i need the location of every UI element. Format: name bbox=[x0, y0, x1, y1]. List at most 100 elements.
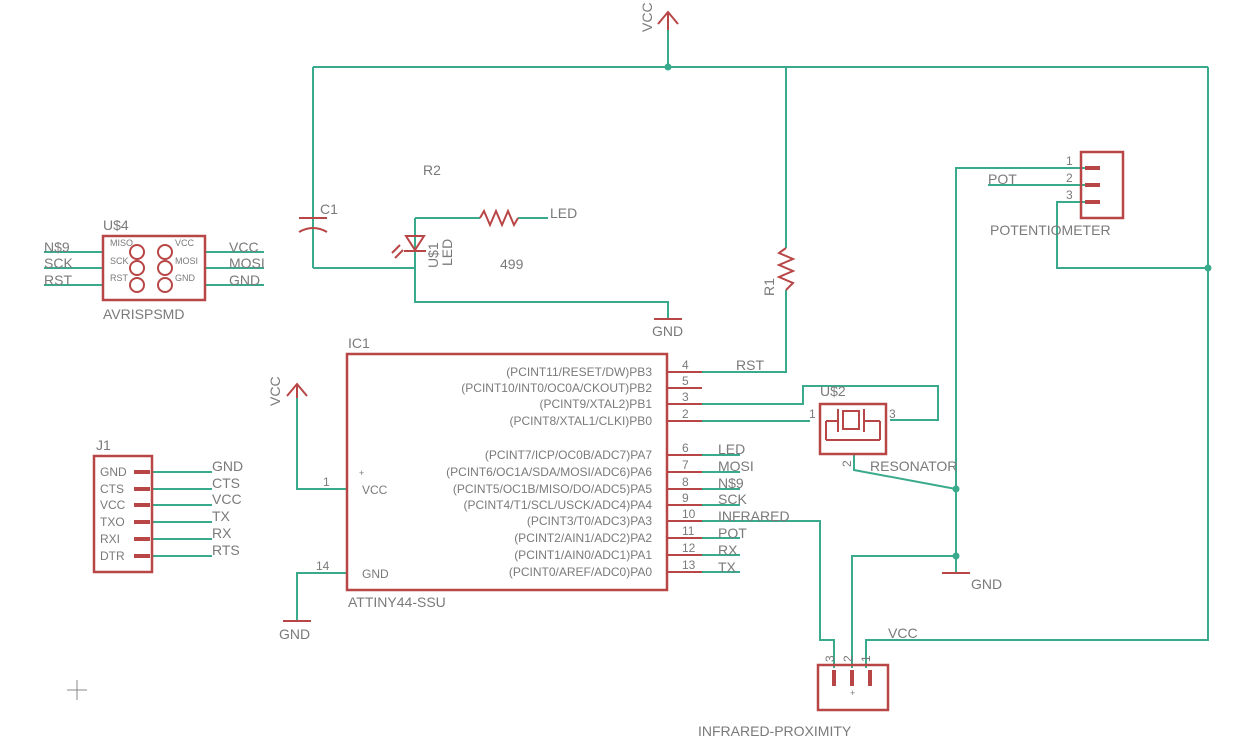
resonator-u2: U$2 1 3 2 RESONATOR bbox=[809, 383, 957, 474]
ic1-pin-number: 13 bbox=[682, 558, 696, 572]
j1-net-label: RX bbox=[212, 525, 232, 541]
vcc-left-label: VCC bbox=[267, 376, 283, 406]
j1-net-label: RTS bbox=[212, 542, 240, 558]
net-mosi: MOSI bbox=[718, 458, 754, 474]
vcc-top-symbol: VCC bbox=[639, 2, 679, 32]
avrisp-pin-rst: RST bbox=[110, 273, 129, 283]
net-infrared: INFRARED bbox=[718, 508, 790, 524]
avrisp-net-left-1: SCK bbox=[44, 255, 73, 271]
infrared-proximity-part: 3 2 1 + INFRARED-PROXIMITY bbox=[698, 655, 890, 739]
avrisp-net-right-1: MOSI bbox=[229, 255, 265, 271]
net-rx: RX bbox=[718, 542, 738, 558]
ic1-pin-name: (PCINT9/XTAL2)PB1 bbox=[540, 397, 653, 411]
gnd-pot-symbol: GND bbox=[942, 572, 1002, 592]
ic1-pin-gnd-name: GND bbox=[362, 567, 389, 581]
potentiometer-part: 1 2 3 POTENTIOMETER bbox=[990, 150, 1125, 238]
gnd-led-label: GND bbox=[652, 323, 683, 339]
ic1-pin-name: (PCINT10/INT0/OC0A/CKOUT)PB2 bbox=[461, 381, 652, 395]
ic1-pin-number: 8 bbox=[682, 475, 689, 489]
ic1-pin-number: 9 bbox=[682, 491, 689, 505]
j1-net-label: VCC bbox=[212, 491, 242, 507]
j1-pin-label: GND bbox=[100, 465, 127, 479]
resonator-label: RESONATOR bbox=[870, 458, 957, 474]
ic1-pin-gnd-num: 14 bbox=[316, 559, 330, 573]
u4-label: U$4 bbox=[103, 217, 129, 233]
wires bbox=[44, 28, 1209, 668]
avrisp-pin-mosi: MOSI bbox=[175, 256, 198, 266]
ir-pin-3: 3 bbox=[823, 655, 837, 662]
ic1-pin-name: (PCINT0/AREF/ADC0)PA0 bbox=[509, 565, 652, 579]
net-sck: SCK bbox=[718, 491, 747, 507]
ic1-pin-number: 3 bbox=[682, 390, 689, 404]
avrisp-pin-miso: MISO bbox=[110, 238, 133, 248]
avrisp-net-right-2: GND bbox=[229, 272, 260, 288]
ic1-pin-number: 2 bbox=[682, 407, 689, 421]
resonator-pin-3: 3 bbox=[889, 407, 896, 421]
ic1-pin-number: 5 bbox=[682, 374, 689, 388]
ic1-pin-name: (PCINT4/T1/SCL/USCK/ADC4)PA4 bbox=[464, 498, 653, 512]
ic1-pin-number: 4 bbox=[682, 358, 689, 372]
avrisp-pin-vcc: VCC bbox=[175, 238, 195, 248]
pot-pin-1: 1 bbox=[1066, 154, 1073, 168]
led-u1: U$1 LED bbox=[391, 235, 455, 268]
pot-pin-2: 2 bbox=[1066, 171, 1073, 185]
ic1-plus-mark: + bbox=[359, 468, 364, 478]
j1-pin-label: RXI bbox=[100, 532, 120, 546]
r2-value: 499 bbox=[500, 256, 524, 272]
resistor-r1: R1 bbox=[761, 247, 796, 296]
ic1-label: IC1 bbox=[348, 335, 370, 351]
gnd-pot-label: GND bbox=[971, 576, 1002, 592]
ir-plus-mark: + bbox=[850, 688, 855, 698]
net-led: LED bbox=[718, 441, 745, 457]
j1-net-label: CTS bbox=[212, 475, 240, 491]
ic1-pin-name: (PCINT2/AIN1/ADC2)PA2 bbox=[514, 531, 652, 545]
avrisp-u4: MISO VCC SCK MOSI RST GND U$4 AVRISPSMD … bbox=[44, 217, 265, 322]
avrisp-net-right-0: VCC bbox=[229, 239, 259, 255]
rst-net-label: RST bbox=[736, 357, 764, 373]
net-tx: TX bbox=[718, 559, 737, 575]
j1-pin-label: TXO bbox=[100, 515, 125, 529]
u1-label: U$1 bbox=[425, 242, 441, 268]
infrared-label: INFRARED-PROXIMITY bbox=[698, 723, 852, 739]
net-n9: N$9 bbox=[718, 475, 744, 491]
gnd-led-symbol: GND bbox=[652, 318, 683, 339]
pot-net-label: POT bbox=[988, 171, 1017, 187]
ic1-pin-number: 10 bbox=[682, 507, 696, 521]
ir-pin-2: 2 bbox=[841, 655, 855, 662]
avrisp-pin-sck: SCK bbox=[110, 256, 129, 266]
ic1-attiny44: IC1 ATTINY44-SSU VCC 1 GND 14 + (PCINT11… bbox=[316, 335, 702, 610]
capacitor-c1: C1 bbox=[298, 201, 338, 233]
u2-label: U$2 bbox=[820, 383, 846, 399]
resonator-pin-2: 2 bbox=[840, 460, 854, 467]
ir-pin-1: 1 bbox=[859, 655, 873, 662]
ic-net-labels: LED MOSI N$9 SCK INFRARED POT RX TX bbox=[718, 441, 790, 575]
ic1-pin-vcc-name: VCC bbox=[362, 483, 388, 497]
ic1-pin-number: 11 bbox=[682, 524, 695, 538]
vcc-left-symbol: VCC bbox=[267, 376, 308, 406]
j1-pin-label: DTR bbox=[100, 549, 125, 563]
ic1-pin-number: 7 bbox=[682, 458, 689, 472]
ic1-name: ATTINY44-SSU bbox=[348, 594, 446, 610]
c1-label: C1 bbox=[320, 201, 338, 217]
j1-label: J1 bbox=[96, 437, 111, 453]
ic1-pin-name: (PCINT6/OC1A/SDA/MOSI/ADC6)PA6 bbox=[446, 465, 652, 479]
avrisp-pin-gnd: GND bbox=[175, 273, 196, 283]
avrisp-net-left-0: N$9 bbox=[44, 239, 70, 255]
gnd-ic-symbol: GND bbox=[279, 620, 311, 642]
origin-cross-icon bbox=[67, 680, 87, 700]
potentiometer-label: POTENTIOMETER bbox=[990, 222, 1111, 238]
j1-pin-label: CTS bbox=[100, 482, 124, 496]
vcc-top-label: VCC bbox=[639, 2, 655, 32]
led-net-label: LED bbox=[550, 205, 577, 221]
r2-label: R2 bbox=[423, 162, 441, 178]
ic1-pin-number: 6 bbox=[682, 441, 689, 455]
ic1-pin-number: 12 bbox=[682, 541, 696, 555]
resonator-pin-1: 1 bbox=[809, 407, 816, 421]
ic1-pin-name: (PCINT3/T0/ADC3)PA3 bbox=[527, 514, 652, 528]
r1-label: R1 bbox=[761, 278, 777, 296]
net-pot: POT bbox=[718, 525, 747, 541]
gnd-ic-label: GND bbox=[279, 626, 310, 642]
